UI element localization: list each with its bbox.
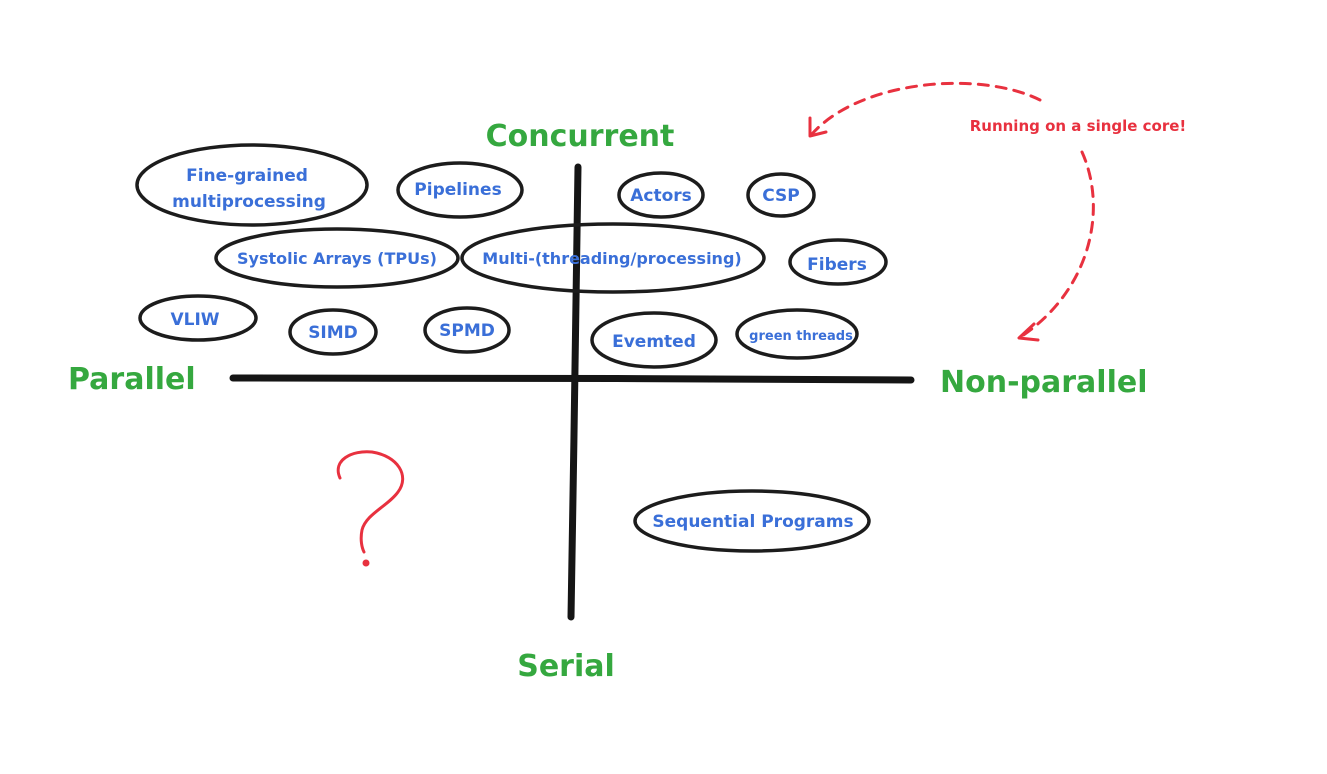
sequential-ellipse bbox=[633, 489, 871, 553]
horizontal-axis bbox=[229, 374, 915, 384]
evented-ellipse bbox=[590, 311, 718, 369]
multi-ellipse bbox=[460, 222, 766, 294]
axis-label-concurrent: Concurrent bbox=[486, 119, 675, 154]
label-spmd: SPMD bbox=[439, 321, 495, 341]
label-csp: CSP bbox=[762, 186, 800, 206]
label-pipelines: Pipelines bbox=[414, 180, 501, 200]
question-mark-icon bbox=[336, 450, 405, 567]
axis-label-serial: Serial bbox=[517, 649, 615, 684]
arrow-to-non-parallel bbox=[1020, 150, 1095, 338]
label-vliw: VLIW bbox=[170, 310, 219, 330]
arrowhead-non-parallel bbox=[1017, 322, 1040, 342]
label-actors: Actors bbox=[630, 186, 692, 206]
single-core-note: Running on a single core! bbox=[970, 117, 1187, 135]
green-threads-ellipse bbox=[735, 308, 859, 360]
spmd-ellipse bbox=[423, 306, 511, 354]
label-simd: SIMD bbox=[308, 323, 358, 343]
label-fine-grained-line1: Fine-grained bbox=[186, 166, 308, 186]
fibers-ellipse bbox=[788, 238, 888, 286]
vliw-ellipse bbox=[138, 294, 258, 342]
label-multi: Multi-(threading/processing) bbox=[482, 249, 741, 268]
label-fine-grained-line2: multiprocessing bbox=[172, 192, 326, 212]
label-green-threads: green threads bbox=[749, 329, 853, 344]
axis-label-non-parallel: Non-parallel bbox=[940, 365, 1147, 400]
actors-ellipse bbox=[617, 171, 705, 219]
simd-ellipse bbox=[288, 308, 378, 356]
label-sequential: Sequential Programs bbox=[652, 512, 853, 532]
pipelines-ellipse bbox=[396, 161, 524, 219]
systolic-ellipse bbox=[214, 227, 460, 289]
vertical-axis bbox=[567, 163, 582, 621]
label-evented: Evemted bbox=[612, 332, 696, 352]
csp-ellipse bbox=[746, 172, 816, 218]
fine-grained-ellipse bbox=[135, 143, 369, 227]
arrow-to-concurrent bbox=[810, 81, 1042, 136]
label-systolic: Systolic Arrays (TPUs) bbox=[237, 249, 437, 268]
arrowhead-concurrent bbox=[808, 116, 828, 138]
axis-label-parallel: Parallel bbox=[68, 362, 196, 397]
label-fibers: Fibers bbox=[807, 255, 867, 275]
